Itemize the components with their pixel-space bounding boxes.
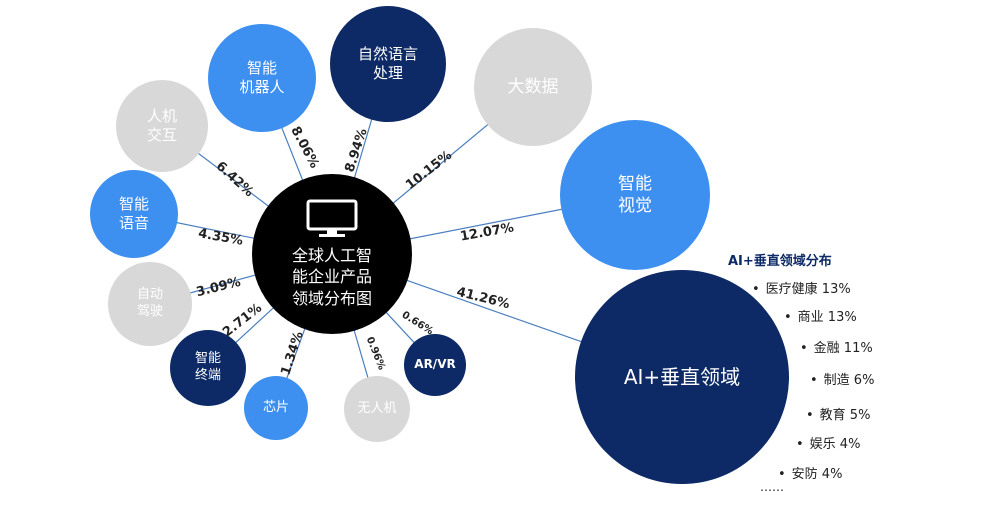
node-arvr: AR/VR	[404, 334, 466, 396]
node-vision: 智能 视觉	[560, 120, 710, 270]
node-ai-vertical: AI+垂直领域	[575, 270, 789, 484]
node-nlp: 自然语言 处理	[330, 6, 446, 122]
list-item: •金融 11%	[800, 341, 873, 356]
node-hci: 人机 交互	[116, 80, 208, 172]
list-more: ……	[760, 480, 784, 494]
node-robot: 智能 机器人	[208, 24, 316, 132]
list-item: •教育 5%	[806, 408, 871, 423]
list-item: •医疗健康 13%	[752, 282, 851, 297]
node-bigdata: 大数据	[474, 28, 592, 146]
node-autodrive: 自动 驾驶	[108, 262, 192, 346]
center-title: 全球人工智 能企业产品 领域分布图	[291, 245, 372, 308]
list-item: •娱乐 4%	[796, 437, 861, 452]
vertical-list-title: AI+垂直领域分布	[728, 254, 832, 269]
node-terminal: 智能 终端	[170, 330, 246, 406]
list-item: •制造 6%	[810, 373, 875, 388]
node-drone: 无人机	[344, 376, 410, 442]
node-chip: 芯片	[244, 376, 308, 440]
center-bubble: 全球人工智 能企业产品 领域分布图	[252, 174, 412, 334]
monitor-icon	[306, 199, 358, 237]
list-item: •安防 4%	[778, 467, 843, 482]
node-voice: 智能 语音	[90, 170, 178, 258]
list-item: •商业 13%	[784, 310, 857, 325]
